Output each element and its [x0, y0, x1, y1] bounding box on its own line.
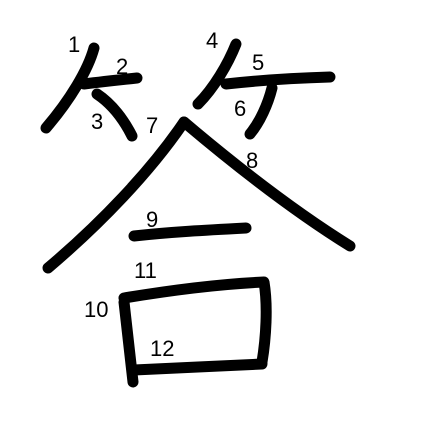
stroke-number-6: 6 [234, 96, 246, 121]
stroke-5 [220, 71, 336, 90]
stroke-7 [42, 116, 190, 274]
stroke-number-2: 2 [116, 54, 128, 79]
stroke-number-7: 7 [146, 113, 158, 138]
stroke-number-3: 3 [91, 109, 103, 134]
stroke-4 [192, 38, 242, 110]
stroke-6 [244, 82, 278, 140]
stroke-1 [40, 42, 100, 134]
stroke-number-9: 9 [146, 207, 158, 232]
stroke-12 [128, 358, 268, 376]
stroke-number-1: 1 [68, 32, 80, 57]
stroke-9 [128, 222, 252, 242]
stroke-numbers: 1 2 3 4 5 6 7 8 9 10 11 12 [68, 28, 264, 361]
stroke-number-5: 5 [252, 50, 264, 75]
stroke-number-4: 4 [206, 28, 218, 53]
stroke-3 [91, 88, 138, 142]
stroke-number-11: 11 [134, 258, 157, 283]
stroke-8 [178, 116, 356, 252]
stroke-number-8: 8 [246, 148, 258, 173]
strokes [40, 38, 356, 388]
stroke-11 [118, 276, 272, 368]
stroke-2 [78, 72, 143, 90]
stroke-number-12: 12 [150, 336, 174, 361]
stroke-number-10: 10 [84, 297, 108, 322]
